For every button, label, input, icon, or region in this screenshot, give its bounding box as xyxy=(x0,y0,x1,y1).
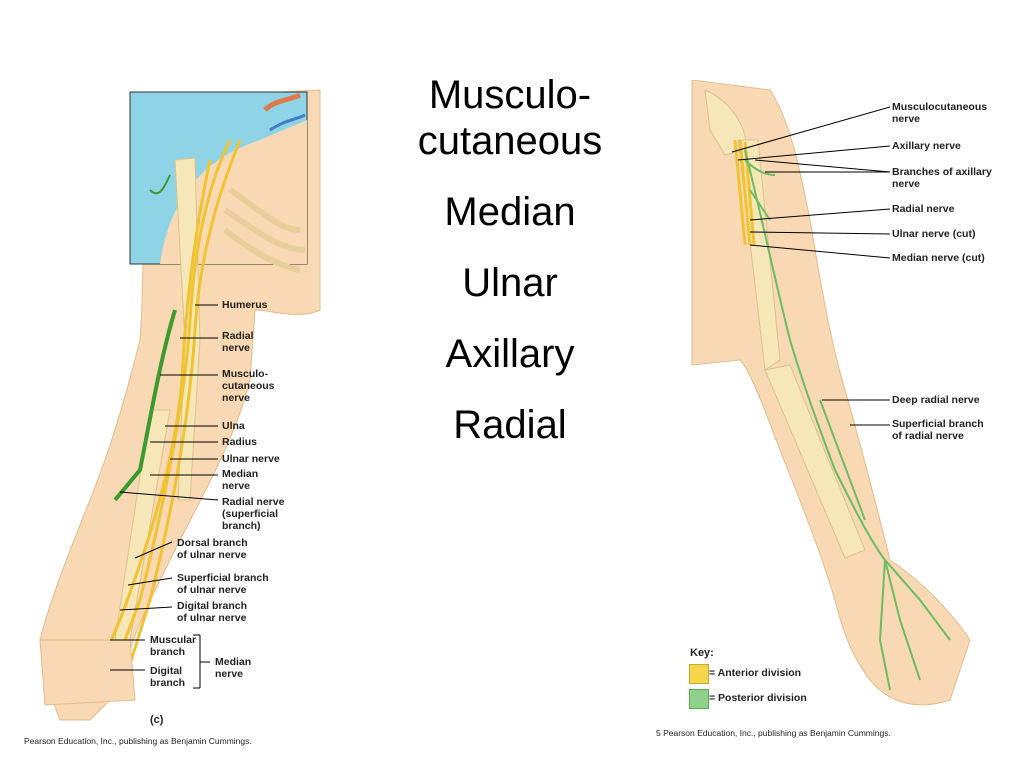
panel-label-c: (c) xyxy=(150,714,164,726)
left-credit: Pearson Education, Inc., publishing as B… xyxy=(24,736,252,746)
spacer xyxy=(380,235,640,260)
term-axillary: Axillary xyxy=(445,332,575,376)
left-arm-figure xyxy=(0,80,330,740)
nerve-list: Musculo- cutaneous Median Ulnar Axillary… xyxy=(380,72,640,448)
key-anterior-swatch xyxy=(689,664,709,684)
term-radial: Radial xyxy=(453,403,567,447)
label-ulna: Ulna xyxy=(222,420,245,432)
label-ulnar-nerve: Ulnar nerve xyxy=(222,453,280,465)
right-arm-figure xyxy=(650,79,1020,720)
key-anterior-label: = Anterior division xyxy=(709,667,802,679)
left-arm-illustration xyxy=(39,89,321,721)
spacer xyxy=(380,377,640,402)
label-radius: Radius xyxy=(222,436,258,448)
term-median: Median xyxy=(444,190,576,234)
right-credit: 5 Pearson Education, Inc., publishing as… xyxy=(656,728,891,738)
term-musculo: Musculo- xyxy=(428,73,592,117)
label-deep-radial: Deep radial nerve xyxy=(892,394,980,406)
key-posterior-swatch xyxy=(689,689,709,709)
label-radial-nerve-right: Radial nerve xyxy=(892,203,955,215)
label-median-cut: Median nerve (cut) xyxy=(892,252,985,264)
spacer xyxy=(380,164,640,189)
term-cutaneous: cutaneous xyxy=(417,119,603,163)
label-humerus: Humerus xyxy=(222,299,268,311)
label-ulnar-cut: Ulnar nerve (cut) xyxy=(892,228,976,240)
key-title: Key: xyxy=(690,647,714,659)
right-arm-illustration xyxy=(691,79,971,706)
label-axillary-nerve: Axillary nerve xyxy=(892,140,961,152)
key-posterior-label: = Posterior division xyxy=(709,692,807,704)
term-ulnar: Ulnar xyxy=(462,261,558,305)
spacer xyxy=(380,306,640,331)
